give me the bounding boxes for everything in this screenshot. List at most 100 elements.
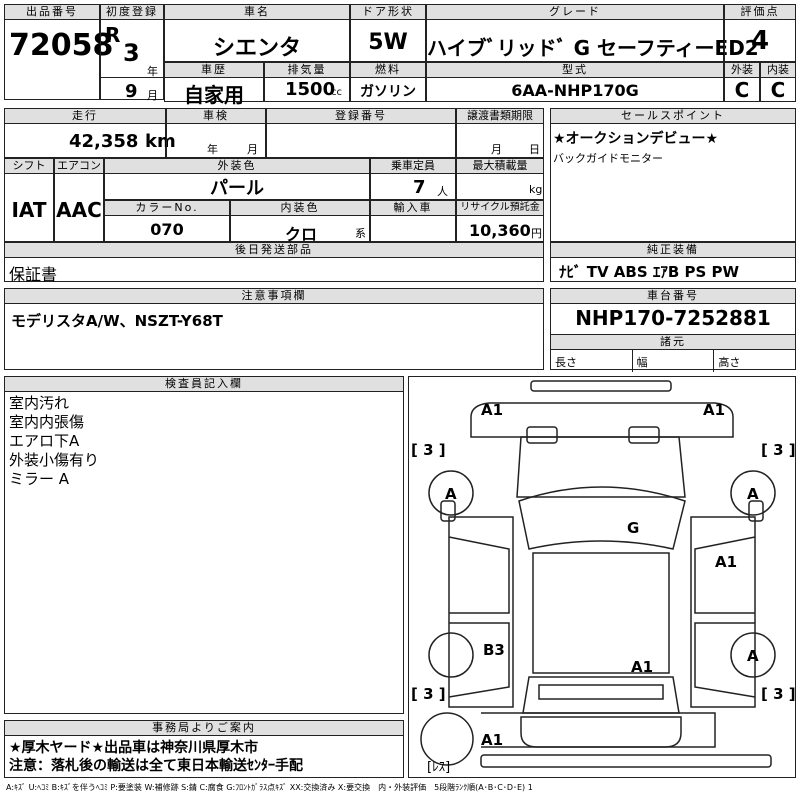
transfer-month-unit: 月 (491, 143, 502, 156)
capacity-unit: 人 (437, 185, 448, 198)
exterior-label: 外装 (725, 63, 759, 78)
history-box: 車歴 自家用 (164, 62, 264, 107)
height-label: 高さ (718, 356, 741, 369)
fuel-label: 燃料 (351, 63, 425, 78)
glass-mark: G (627, 519, 639, 537)
first-registration-box: 初度登録 R 3 年 9 月 (100, 4, 164, 102)
length-label: 長さ (551, 350, 633, 372)
color-number-label: カラーNo. (105, 201, 229, 216)
color: パール (210, 178, 264, 199)
import-label: 輸入車 (371, 201, 455, 216)
door-type: 5W (368, 30, 408, 55)
shipping-parts-box: 後日発送部品 保証書 (4, 242, 544, 284)
load-unit: kg (529, 183, 543, 196)
load-label: 最大積載量 (457, 159, 543, 174)
reg-year: 3 (123, 39, 140, 67)
exterior-grade-box: 外装 C (724, 62, 760, 102)
first-registration-label: 初度登録 (101, 5, 163, 20)
tyre-mark: [ 3 ] (761, 685, 795, 703)
lot-label: 出品番号 (5, 5, 99, 20)
tyre-mark: A (747, 485, 759, 503)
interior-color-label: 内装色 (231, 201, 369, 216)
plate-label: 登録番号 (267, 109, 455, 124)
spare-mark: [ﾚｽ] (427, 760, 450, 775)
office-label: 事務局よりご案内 (5, 721, 403, 736)
recycle-unit: 円 (531, 227, 542, 240)
inspector-label: 検査員記入欄 (5, 377, 403, 392)
inspection-box: 車検 年 月 (166, 108, 266, 158)
score: 4 (750, 26, 770, 56)
history: 自家用 (184, 83, 244, 107)
color-label: 外装色 (105, 159, 369, 174)
width-label: 幅 (633, 350, 715, 372)
import-box: 輸入車 (370, 200, 456, 242)
chassis-box: 車台番号 NHP170-7252881 諸元 長さ 幅 高さ (550, 288, 796, 372)
inspector-line: 外装小傷有り (9, 451, 100, 469)
interior-label: 内装 (761, 63, 795, 78)
office-line: 注意：落札後の輸送は全て東日本輸送ｾﾝﾀｰ手配 (9, 758, 303, 774)
exterior-grade: C (734, 78, 750, 102)
grade-box: グレード ハイブﾞリッドﾞ G セーフティーED2 (426, 4, 759, 62)
office-line: ★厚木ヤード★出品車は神奈川県厚木市 (9, 740, 259, 756)
shift-box: シフト IAT (4, 158, 54, 242)
interior-grade-box: 内装 C (760, 62, 796, 102)
sales-point-line: バックガイドモニター (553, 152, 663, 165)
recycle-fee: 10,360 (469, 221, 531, 240)
chassis-label: 車台番号 (551, 289, 795, 304)
fuel: ガソリン (360, 84, 416, 100)
tyre-mark: A (445, 485, 457, 503)
model-label: 型式 (427, 63, 723, 78)
tyre-mark: A (747, 647, 759, 665)
recycle-label: リサイクル預託金 (457, 201, 543, 216)
legend: A:ｷｽﾞ U:ﾍｺﾐ B:ｷｽﾞを伴うﾍｺﾐ P:要塗装 W:補修跡 S:錆 … (6, 783, 533, 792)
capacity-box: 乗車定員 7 人 (370, 158, 456, 200)
model-code: 6AA-NHP170G (511, 81, 639, 100)
mileage: 42,358 (69, 131, 139, 152)
car-name: シエンタ (212, 36, 301, 61)
sales-points-box: セールスポイント ★オークションデビュー★ バックガイドモニター (550, 108, 796, 242)
damage-mark: A1 (715, 553, 737, 571)
history-label: 車歴 (165, 63, 263, 78)
damage-mark: A1 (481, 731, 503, 749)
load-box: 最大積載量 kg (456, 158, 544, 200)
grade: ハイブﾞリッドﾞ G セーフティーED2 (427, 36, 759, 60)
damage-mark: A1 (703, 401, 725, 419)
tyre-mark: [ 3 ] (761, 441, 795, 459)
equipment-box: 純正装備 ﾅﾋﾞ TV ABS ｴｱB PS PW (550, 242, 796, 282)
capacity-label: 乗車定員 (371, 159, 455, 174)
inspector-line: 室内内張傷 (9, 413, 85, 431)
damage-mark: A1 (631, 658, 653, 676)
car-name-label: 車名 (165, 5, 349, 20)
car-name-box: 車名 シエンタ (164, 4, 350, 62)
transfer-label: 譲渡書類期限 (457, 109, 543, 124)
equipment: ﾅﾋﾞ TV ABS ｴｱB PS PW (559, 263, 740, 281)
interior-color-box: 内装色 クロ 系 (230, 200, 370, 244)
shift-label: シフト (5, 159, 53, 174)
interior-grade: C (770, 78, 786, 102)
shipping-parts: 保証書 (9, 265, 58, 284)
fuel-box: 燃料 ガソリン (350, 62, 426, 102)
equipment-label: 純正装備 (551, 243, 795, 258)
shipping-parts-label: 後日発送部品 (5, 243, 543, 258)
chassis-number: NHP170-7252881 (575, 306, 771, 330)
inspector-line: 室内汚れ (9, 394, 70, 412)
mileage-box: 走行 42,358 km (4, 108, 176, 158)
recycle-box: リサイクル預託金 10,360 円 (456, 200, 544, 242)
inspection-label: 車検 (167, 109, 265, 124)
lot-number: 72058 (9, 28, 114, 63)
aircon-box: エアコン AAC (54, 158, 104, 242)
inspector-box: 検査員記入欄 室内汚れ 室内内張傷 エアロ下A 外装小傷有り ミラー A (4, 376, 404, 714)
plate-box: 登録番号 (266, 108, 456, 158)
color-number: 070 (150, 220, 184, 239)
door-label: ドア形状 (351, 5, 425, 20)
model-box: 型式 6AA-NHP170G (426, 62, 724, 102)
capacity: 7 (413, 177, 426, 198)
notes-label: 注意事項欄 (5, 289, 543, 304)
door-box: ドア形状 5W (350, 4, 426, 62)
tyre-mark: [ 3 ] (411, 685, 446, 703)
year-unit: 年 (147, 65, 158, 78)
office-box: 事務局よりご案内 ★厚木ヤード★出品車は神奈川県厚木市 注意：落札後の輸送は全て… (4, 720, 404, 778)
transfer-box: 譲渡書類期限 月 日 (456, 108, 544, 158)
color-box: 外装色 パール (104, 158, 370, 200)
notes-text: モデリスタA/W、NSZT-Y68T (11, 312, 223, 330)
